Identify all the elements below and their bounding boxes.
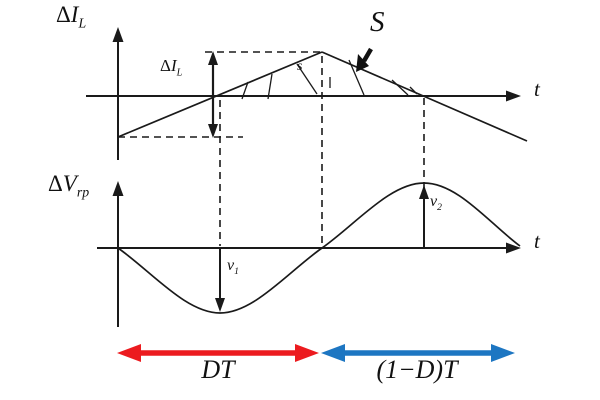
hatch-line — [409, 86, 418, 95]
hatch-line — [348, 59, 365, 96]
dashed-guides — [118, 51, 425, 246]
top-plot-axes — [86, 27, 521, 160]
s-pointer-arrowhead-icon — [356, 54, 369, 72]
ripple-rising-segment — [117, 51, 323, 138]
variable-symbol: v — [227, 257, 235, 274]
s-pointer-arrow — [356, 47, 373, 72]
bottom-y-axis-arrowhead-icon — [112, 181, 124, 196]
hatch-line — [241, 81, 249, 100]
dt-interval-arrow — [117, 344, 319, 362]
hatch-line — [391, 79, 409, 96]
one-minus-dt-arrowhead-right-icon — [491, 344, 515, 362]
variable-symbol: I — [170, 56, 177, 75]
variable-symbol: I — [70, 2, 79, 27]
subscript: 2 — [437, 202, 442, 214]
bottom-t-axis-label: t — [534, 229, 540, 253]
delta-symbol: Δ — [48, 171, 63, 196]
one-minus-dt-arrowhead-left-icon — [321, 344, 345, 362]
subscript: rp — [76, 184, 90, 200]
ripple-amplitude-arrow — [208, 51, 218, 138]
dt-interval-label: DT — [201, 355, 235, 384]
bottom-t-axis-arrowhead-icon — [506, 242, 521, 254]
ripple-amplitude-label: ΔIL — [160, 57, 182, 79]
top-t-axis-label: t — [534, 77, 540, 101]
dt-arrowhead-right-icon — [295, 344, 319, 362]
v2-arrow — [419, 185, 429, 248]
voltage-ripple-waveform — [117, 182, 521, 314]
inductor-current-waveform — [117, 51, 528, 142]
hatch-line — [296, 63, 318, 95]
top-y-axis-arrowhead-icon — [112, 27, 124, 42]
variable-symbol: V — [62, 171, 77, 196]
hatched-area-s — [241, 59, 418, 100]
dt-arrowhead-left-icon — [117, 344, 141, 362]
v1-arrow — [215, 248, 225, 312]
subscript: L — [78, 15, 87, 31]
v2-label: v2 — [430, 194, 442, 213]
delta-symbol: Δ — [56, 2, 71, 27]
ripple-amplitude-arrowhead-up-icon — [208, 51, 218, 65]
variable-symbol: v — [430, 193, 438, 210]
bottom-plot-axes — [97, 181, 521, 327]
ripple-falling-segment — [321, 51, 528, 142]
top-t-axis-arrowhead-icon — [506, 90, 521, 102]
subscript: 1 — [234, 266, 239, 278]
one-minus-dt-interval-label: (1−D)T — [376, 355, 458, 384]
hatch-line — [267, 73, 273, 100]
v2-arrowhead-up-icon — [419, 185, 429, 199]
subscript: L — [176, 67, 183, 79]
v1-label: v1 — [227, 258, 239, 277]
s-pointer-shaft — [362, 47, 373, 63]
area-s-small-label: s — [297, 59, 303, 74]
delta-symbol: Δ — [160, 56, 171, 75]
top-y-axis-label: ΔIL — [56, 3, 86, 30]
area-s-label: S — [370, 6, 385, 38]
one-minus-dt-interval-arrow — [321, 344, 515, 362]
ripple-amplitude-arrowhead-down-icon — [208, 124, 218, 138]
v1-arrowhead-down-icon — [215, 298, 225, 312]
bottom-y-axis-label: ΔVrp — [48, 172, 89, 199]
